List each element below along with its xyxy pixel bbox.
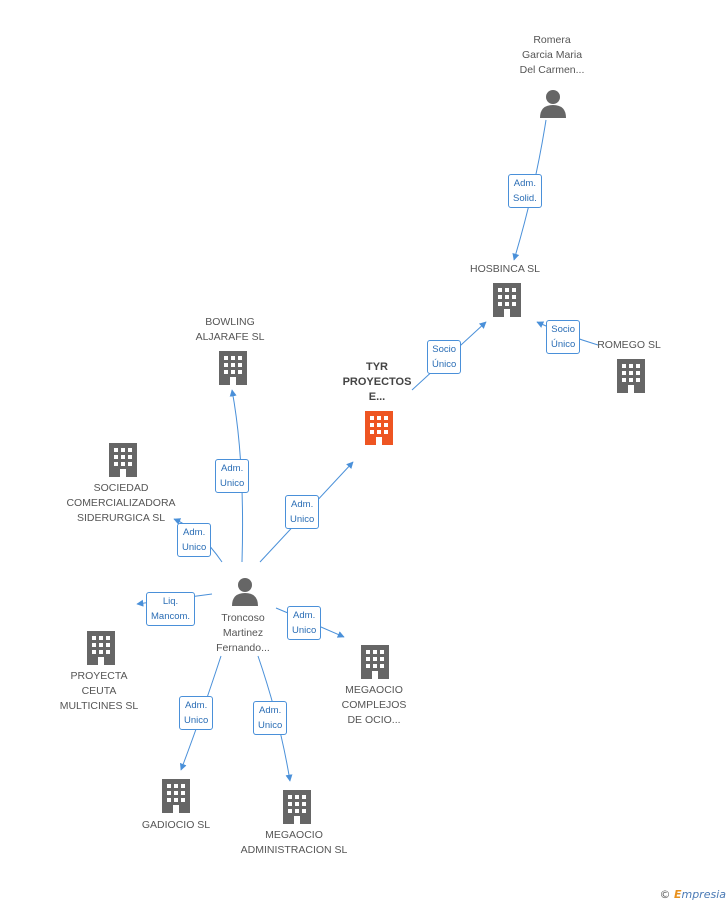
rel-line: Unico — [258, 720, 283, 731]
rel-line: Adm. — [293, 610, 316, 621]
relation-label[interactable]: Adm. Solid. — [508, 174, 542, 208]
building-icon[interactable] — [615, 359, 647, 393]
rel-line: Adm. — [183, 527, 206, 538]
rel-line: Adm. — [513, 178, 536, 189]
label-line: DE OCIO... — [347, 714, 401, 726]
relation-label[interactable]: Socio Único — [427, 340, 462, 374]
building-icon[interactable] — [217, 351, 249, 385]
label-line: GADIOCIO SL — [141, 819, 211, 831]
rel-line: Liq. — [162, 596, 179, 607]
company-label-gadiocio[interactable]: GADIOCIO SL — [126, 818, 226, 833]
building-icon[interactable] — [107, 443, 139, 477]
label-line: E... — [368, 391, 386, 403]
rel-line: Adm. — [259, 705, 282, 716]
label-line: PROYECTA — [70, 670, 128, 682]
label-line: SOCIEDAD — [93, 482, 149, 494]
building-icon[interactable] — [359, 645, 391, 679]
label-line: Martinez — [222, 627, 264, 639]
company-label-romego[interactable]: ROMEGO SL — [594, 338, 664, 353]
building-icon[interactable] — [281, 790, 313, 824]
building-icon[interactable] — [160, 779, 192, 813]
label-line: ROMEGO SL — [597, 339, 661, 351]
label-line: MEGAOCIO — [265, 829, 323, 841]
rel-line: Adm. — [221, 463, 244, 474]
label-line: MEGAOCIO — [345, 684, 403, 696]
building-icon-highlighted[interactable] — [363, 411, 395, 445]
label-line: MULTICINES SL — [59, 700, 139, 712]
brand-e: E — [673, 888, 682, 901]
relation-label[interactable]: Adm. Unico — [177, 523, 212, 557]
label-line: ADMINISTRACION SL — [240, 844, 348, 856]
relation-label[interactable]: Liq. Mancom. — [146, 592, 196, 626]
rel-line: Unico — [290, 514, 315, 525]
rel-line: Solid. — [513, 193, 537, 204]
label-line: CEUTA — [81, 685, 117, 697]
company-label-proyecta[interactable]: PROYECTA CEUTA MULTICINES SL — [49, 669, 149, 714]
relation-label[interactable]: Adm. Unico — [179, 696, 214, 730]
label-line: Del Carmen... — [519, 64, 585, 76]
building-icon[interactable] — [491, 283, 523, 317]
company-label-sociedad[interactable]: SOCIEDAD COMERCIALIZADORA SIDERURGICA SL — [56, 481, 186, 526]
rel-line: Unico — [292, 625, 317, 636]
person-label-romera[interactable]: Romera Garcia Maria Del Carmen... — [492, 33, 612, 78]
label-line: BOWLING — [205, 316, 255, 328]
building-icon[interactable] — [85, 631, 117, 665]
label-line: Garcia Maria — [521, 49, 583, 61]
label-line: COMPLEJOS — [341, 699, 407, 711]
relation-label[interactable]: Socio Único — [546, 320, 581, 354]
rel-line: Adm. — [185, 700, 208, 711]
rel-line: Unico — [220, 478, 245, 489]
company-label-bowling[interactable]: BOWLING ALJARAFE SL — [180, 315, 280, 345]
person-icon[interactable] — [230, 576, 260, 606]
company-label-megaocio-complejos[interactable]: MEGAOCIO COMPLEJOS DE OCIO... — [324, 683, 424, 728]
relation-label[interactable]: Adm. Unico — [253, 701, 288, 735]
rel-line: Mancom. — [151, 611, 191, 622]
label-line: Fernando... — [216, 642, 270, 654]
label-line: HOSBINCA SL — [469, 263, 541, 275]
label-line: ALJARAFE SL — [195, 331, 265, 343]
person-icon[interactable] — [538, 88, 568, 118]
copyright-symbol: © — [659, 888, 671, 901]
rel-line: Socio — [432, 344, 457, 355]
rel-line: Único — [551, 339, 576, 350]
label-line: TYR — [366, 361, 388, 373]
rel-line: Socio — [551, 324, 576, 335]
brand-rest: mpresia — [681, 888, 726, 901]
label-line: PROYECTOS — [342, 376, 412, 388]
relation-label[interactable]: Adm. Unico — [285, 495, 320, 529]
label-line: SIDERURGICA SL — [76, 512, 166, 524]
relation-label[interactable]: Adm. Unico — [287, 606, 322, 640]
company-label-hosbinca[interactable]: HOSBINCA SL — [450, 262, 560, 277]
rel-line: Adm. — [291, 499, 314, 510]
brand-logo: © Empresia — [659, 888, 726, 901]
rel-line: Unico — [182, 542, 207, 553]
rel-line: Único — [432, 359, 457, 370]
label-line: Troncoso — [221, 612, 265, 624]
person-label-troncoso[interactable]: Troncoso Martinez Fernando... — [193, 611, 293, 656]
label-line: COMERCIALIZADORA — [66, 497, 176, 509]
label-line: Romera — [533, 34, 571, 46]
relation-label[interactable]: Adm. Unico — [215, 459, 250, 493]
company-label-megaocio-admin[interactable]: MEGAOCIO ADMINISTRACION SL — [229, 828, 359, 858]
company-label-tyr[interactable]: TYR PROYECTOS E... — [327, 360, 427, 405]
rel-line: Unico — [184, 715, 209, 726]
